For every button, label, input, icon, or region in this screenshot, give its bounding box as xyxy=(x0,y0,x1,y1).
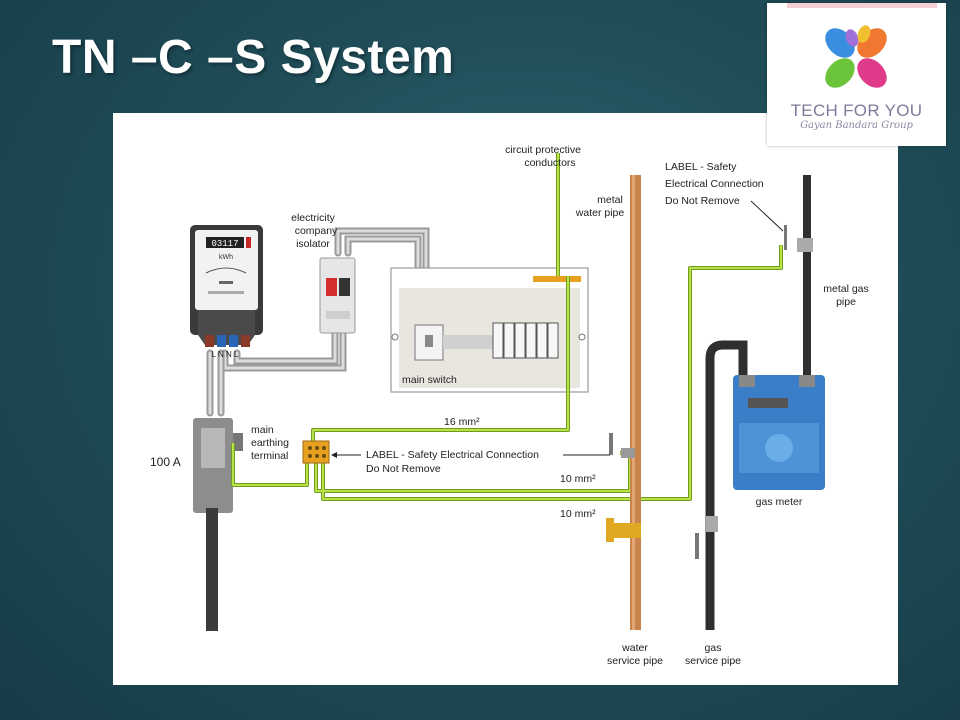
water-pipe-label-line2: water pipe xyxy=(575,207,625,219)
isolator-label-line1: electricity xyxy=(291,212,336,224)
gas-pipe-label-line2: pipe xyxy=(836,296,856,308)
cable-10a-label: 10 mm² xyxy=(560,473,596,485)
top-label-line2: Electrical Connection xyxy=(665,178,764,190)
isolator-label-line2: company xyxy=(295,225,338,237)
met-label-line2: earthing xyxy=(251,437,289,449)
gas-pipe-label-line1: metal gas xyxy=(823,283,869,295)
isolator-label-line3: isolator xyxy=(296,238,330,250)
label-arrow xyxy=(331,452,361,458)
tech-for-you-logo: TECH FOR YOU Gayan Bandara Group xyxy=(767,3,946,146)
top-label-line1: LABEL - Safety xyxy=(665,161,737,173)
gas-service-label-line1: gas xyxy=(705,642,722,654)
wiring-diagram: 03117 kWh L N N L xyxy=(113,113,898,685)
mid-label-line2: Do Not Remove xyxy=(366,463,441,475)
mid-label-line1: LABEL - Safety Electrical Connection xyxy=(366,449,539,461)
met-label-line3: terminal xyxy=(251,450,288,462)
slide-title: TN –C –S System xyxy=(52,31,455,84)
company-isolator xyxy=(319,257,356,334)
water-service-label-line1: water xyxy=(621,642,648,654)
electricity-meter: 03117 kWh L N N L xyxy=(190,225,263,359)
gas-service-label-line2: service pipe xyxy=(685,655,741,667)
top-label-line3: Do Not Remove xyxy=(665,195,740,207)
cpc-label-line1: circuit protective xyxy=(505,144,581,156)
diagram-labels: circuit protective conductors electricit… xyxy=(150,144,869,667)
meter-terminal-labels: L N N L xyxy=(212,350,239,359)
diagram-canvas: 03117 kWh L N N L xyxy=(150,144,869,667)
logo-subtitle: Gayan Bandara Group xyxy=(800,120,913,131)
top-label-pointer xyxy=(750,200,784,232)
logo-petals-icon xyxy=(787,3,937,88)
gas-pipe xyxy=(695,175,825,630)
cpc-label-line2: conductors xyxy=(524,157,575,169)
water-service-label-line2: service pipe xyxy=(607,655,663,667)
logo-name: TECH FOR YOU xyxy=(790,101,923,120)
meter-unit: kWh xyxy=(219,254,233,261)
water-pipe xyxy=(606,175,641,630)
consumer-unit xyxy=(390,267,589,393)
cable-16-label: 16 mm² xyxy=(444,416,480,428)
met-label-line1: main xyxy=(251,424,274,436)
water-pipe-label-line1: metal xyxy=(597,194,623,206)
main-earthing-terminal xyxy=(302,440,330,464)
main-switch-label: main switch xyxy=(402,374,457,386)
service-cutout xyxy=(193,418,243,631)
gas-meter-label: gas meter xyxy=(756,496,803,508)
cable-10b-label: 10 mm² xyxy=(560,508,596,520)
meter-reading: 03117 xyxy=(211,239,238,249)
fuse-rating-label: 100 A xyxy=(150,455,181,469)
